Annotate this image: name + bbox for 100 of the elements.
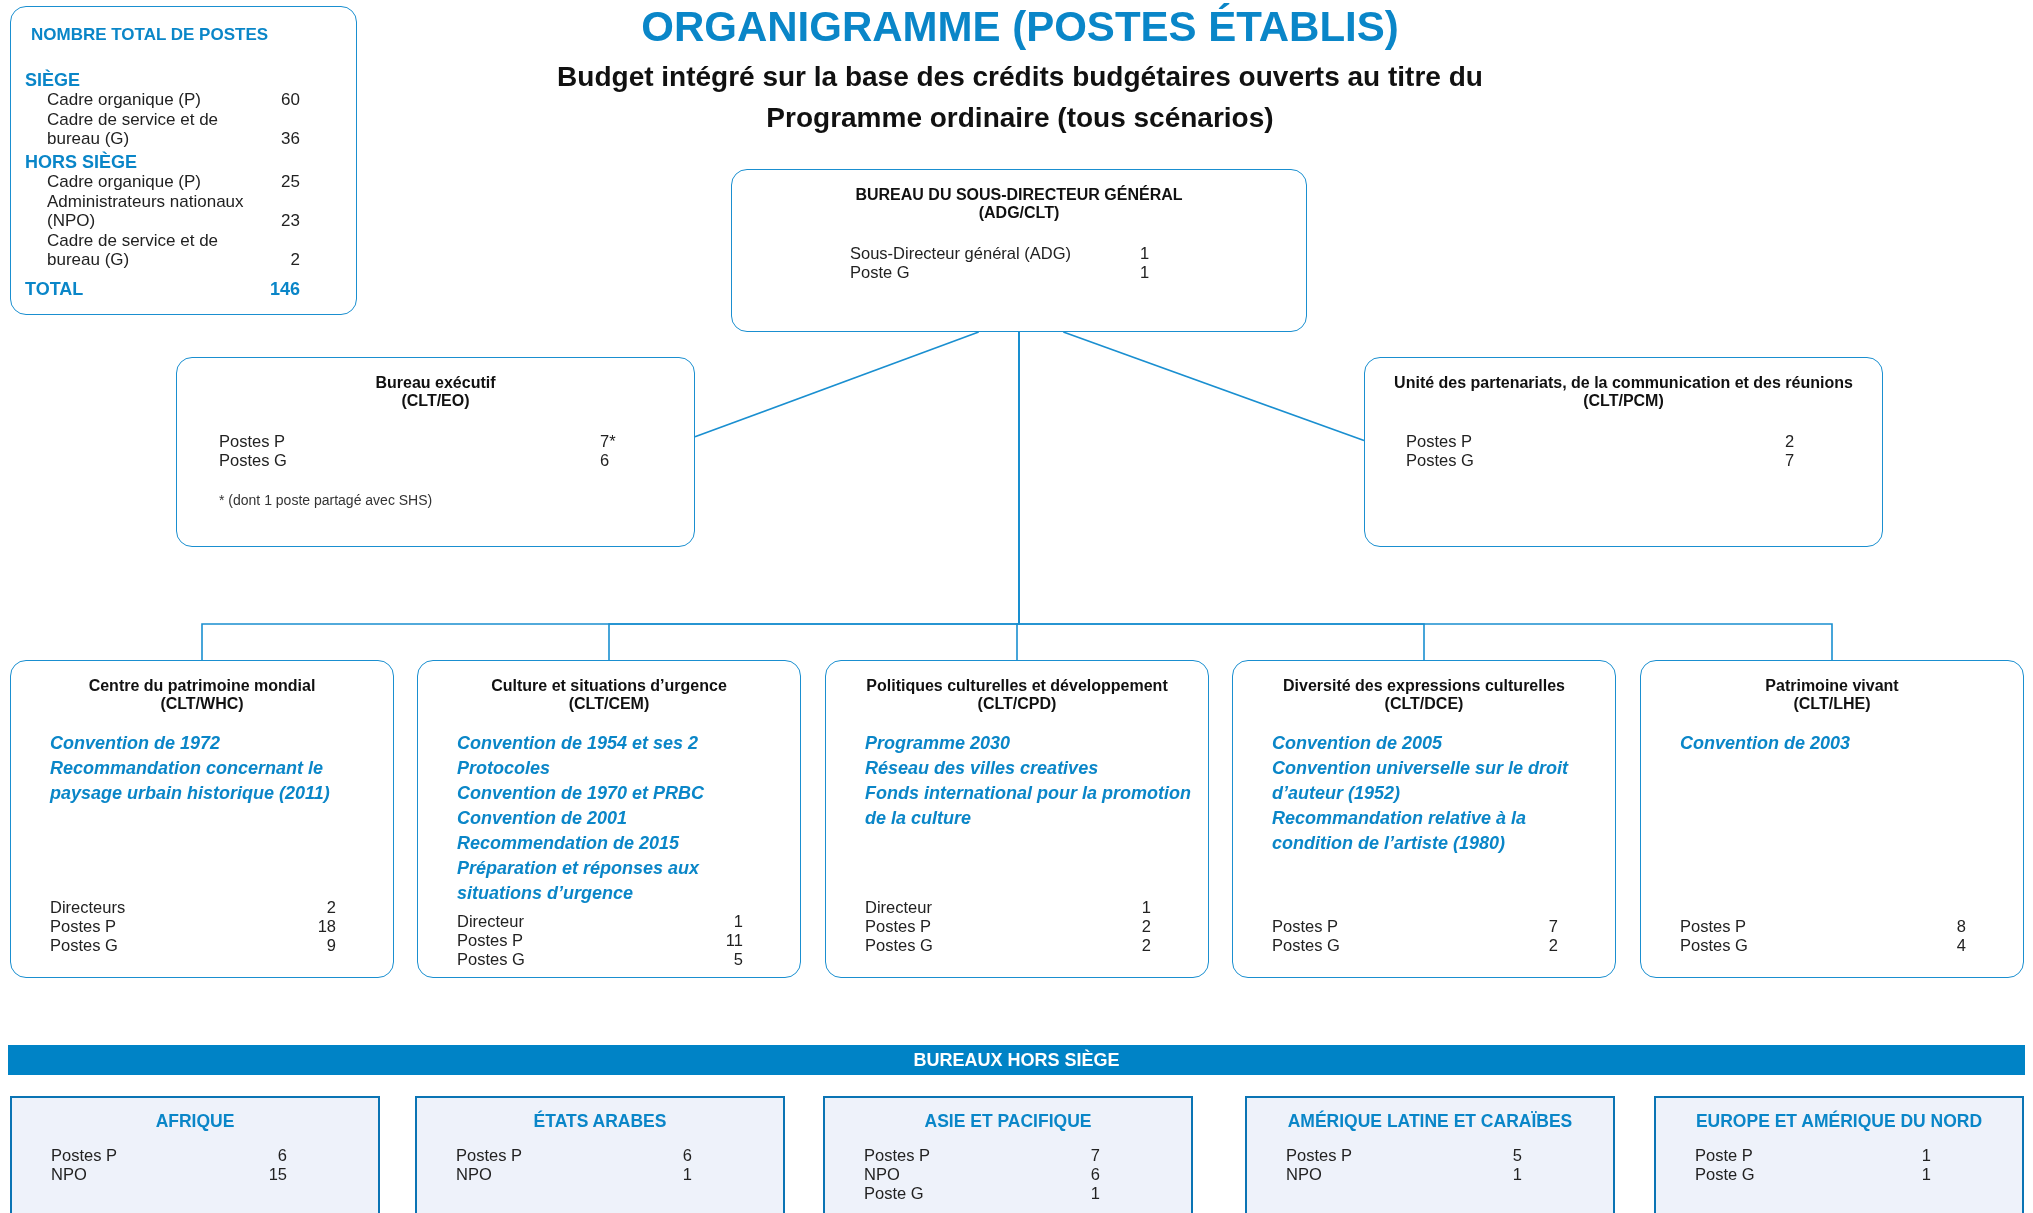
post-count: 1 (682, 1165, 692, 1184)
region-box (1245, 1096, 1615, 1213)
post-label: Administrateurs nationaux (NPO) (47, 191, 245, 231)
post-count: 15 (268, 1165, 287, 1184)
post-count: 1 (1141, 898, 1151, 917)
mandate-text: Préparation et réponses aux situations d’urgence (457, 857, 701, 905)
post-count: 11 (725, 931, 743, 950)
post-label: Postes G (865, 936, 934, 955)
connector-line (1062, 331, 1365, 442)
post-label: Postes G (1406, 451, 1475, 470)
summary-box (10, 6, 357, 315)
unit-title: BUREAU DU SOUS-DIRECTEUR GÉNÉRAL (854, 186, 1184, 204)
post-label: Postes P (457, 931, 525, 950)
org-unit-box (10, 660, 394, 978)
post-count: 5 (732, 950, 743, 969)
post-count: 18 (317, 917, 336, 936)
mandate-text: Convention de 1954 et ses 2 Protocoles (457, 732, 700, 780)
post-count: 1 (1921, 1146, 1931, 1165)
unit-title: Patrimoine vivant (1764, 677, 1900, 695)
post-count: 2 (289, 250, 300, 270)
post-count: 5 (1512, 1146, 1522, 1165)
post-label: Postes G (1272, 936, 1341, 955)
post-count: 2 (1141, 936, 1151, 955)
post-count: 4 (1956, 936, 1966, 955)
unit-code: (CLT/LHE) (1792, 695, 1872, 713)
mandate-text: Recommandation concernant le paysage urbain historique (2011) (50, 757, 331, 805)
post-count: 2 (1548, 936, 1558, 955)
org-unit-box (731, 169, 1307, 332)
unit-title: Centre du patrimoine mondial (87, 677, 317, 695)
post-count: 8 (1956, 917, 1966, 936)
post-label: Poste P (1695, 1146, 1754, 1165)
post-count: 2 (1141, 917, 1151, 936)
org-unit-box (825, 660, 1209, 978)
mandate-text: Recommandation relative à la condition de l’artiste (1980) (1272, 807, 1528, 855)
post-label: Postes P (864, 1146, 932, 1165)
subtitle: Budget intégré sur la base des crédits budgétaires ouverts au titre du Programme ordinaire (tous scénarios) (556, 60, 1484, 135)
post-label: Postes P (1680, 917, 1748, 936)
footnote: * (dont 1 poste partagé avec SHS) (219, 492, 434, 508)
post-label: Sous-Directeur général (ADG) (850, 244, 1072, 263)
unit-code: (CLT/CEM) (567, 695, 651, 713)
post-label: NPO (864, 1165, 901, 1184)
unit-code: (CLT/PCM) (1582, 392, 1665, 410)
post-label: Postes P (51, 1146, 119, 1165)
post-label: Postes P (1406, 432, 1474, 451)
section-heading: SIÈGE (25, 70, 82, 90)
section-band (8, 1045, 2025, 1075)
region-box (415, 1096, 785, 1213)
mandate-text: Convention universelle sur le droit d’auteur (1952) (1272, 757, 1570, 805)
mandate-text: Convention de 2003 (1680, 732, 1852, 755)
post-label: Postes P (50, 917, 118, 936)
unit-code: (CLT/CPD) (976, 695, 1058, 713)
post-count: 23 (280, 211, 300, 231)
total-label: TOTAL (25, 279, 85, 299)
post-label: Cadre organique (P) (47, 90, 203, 110)
region-box (1654, 1096, 2024, 1213)
band-title: BUREAUX HORS SIÈGE (913, 1049, 1120, 1071)
post-label: Poste G (850, 263, 911, 282)
post-count: 6 (276, 1146, 287, 1165)
unit-title: Unité des partenariats, de la communication et des réunions (1393, 374, 1854, 392)
post-label: Postes P (865, 917, 933, 936)
post-label: Poste G (864, 1184, 925, 1203)
unit-code: (CLT/WHC) (159, 695, 245, 713)
post-count: 1 (1512, 1165, 1522, 1184)
summary-heading: NOMBRE TOTAL DE POSTES (31, 25, 270, 45)
post-label: Cadre de service et de bureau (G) (47, 109, 220, 149)
mandate-text: Réseau des villes creatives (865, 757, 1100, 780)
post-count: 1 (1140, 263, 1151, 282)
post-count: 25 (280, 172, 300, 192)
post-count: 6 (600, 451, 611, 470)
post-label: NPO (456, 1165, 493, 1184)
post-count: 7* (600, 432, 617, 451)
unit-code: (CLT/EO) (400, 392, 471, 410)
post-count: 1 (1140, 244, 1151, 263)
unit-title: Politiques culturelles et développement (865, 677, 1169, 695)
section-heading: HORS SIÈGE (25, 152, 139, 172)
mandate-text: Convention de 1972 (50, 732, 222, 755)
unit-title: Diversité des expressions culturelles (1282, 677, 1566, 695)
mandate-text: Convention de 1970 et PRBC (457, 782, 706, 805)
post-count: 9 (325, 936, 336, 955)
post-count: 1 (1090, 1184, 1100, 1203)
post-label: Directeurs (50, 898, 127, 917)
post-count: 6 (1090, 1165, 1100, 1184)
post-label: Postes G (457, 950, 526, 969)
total-count: 146 (268, 279, 300, 299)
post-label: NPO (51, 1165, 88, 1184)
mandate-text: Fonds international pour la promotion de la culture (865, 782, 1192, 830)
post-label: Poste G (1695, 1165, 1756, 1184)
mandate-text: Convention de 2001 (457, 807, 629, 830)
post-label: Directeur (457, 912, 525, 931)
region-title: AFRIQUE (154, 1112, 236, 1130)
mandate-text: Programme 2030 (865, 732, 1012, 755)
region-box (823, 1096, 1193, 1213)
post-count: 60 (280, 90, 300, 110)
post-label: NPO (1286, 1165, 1323, 1184)
unit-code: (CLT/DCE) (1383, 695, 1465, 713)
post-label: Postes G (1680, 936, 1749, 955)
mandate-text: Convention de 2005 (1272, 732, 1444, 755)
post-count: 2 (325, 898, 336, 917)
post-label: Cadre de service et de bureau (G) (47, 230, 220, 270)
region-title: ASIE ET PACIFIQUE (923, 1112, 1093, 1130)
